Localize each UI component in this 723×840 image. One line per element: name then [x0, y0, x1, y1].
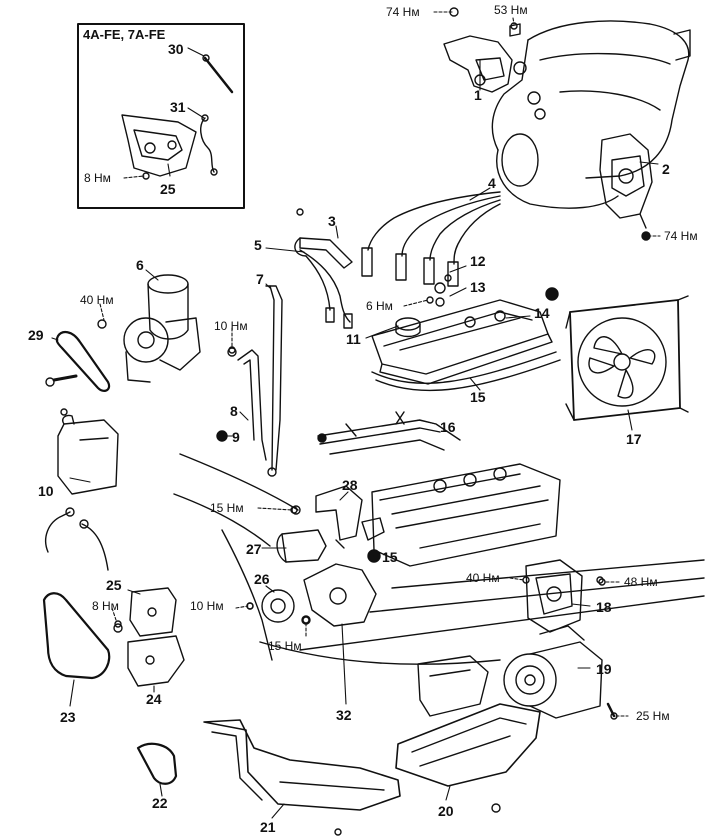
torque-leaders: [99, 11, 661, 717]
hose-left: [44, 507, 109, 571]
callout-19: 19: [596, 661, 612, 677]
cap-11: [395, 274, 452, 338]
callout-22: 22: [152, 795, 168, 811]
under-cover-21: [203, 719, 401, 836]
torque-label-74-right: 74 Нм: [664, 229, 698, 243]
reservoir-10: [57, 408, 119, 495]
callout-3: 3: [328, 213, 336, 229]
leader-lines: [51, 47, 659, 819]
under-cover-20: [395, 655, 541, 813]
callout-17: 17: [626, 431, 642, 447]
callout-27: 27: [246, 541, 262, 557]
torque-label-48: 48 Нм: [624, 575, 658, 589]
wire-harness-16: [317, 411, 461, 455]
callout-7: 7: [256, 271, 264, 287]
engine-block: [491, 20, 691, 209]
torque-label-40-left: 40 Нм: [80, 293, 114, 307]
callout-labels: 1 2 3 4 5 6 7 8 9 10 11 12 13 14 15 15 1…: [28, 41, 670, 835]
callout-12: 12: [470, 253, 486, 269]
callout-18: 18: [596, 599, 612, 615]
torque-label-10-upper: 10 Нм: [214, 319, 248, 333]
bracket-24: [113, 623, 185, 687]
callout-32: 32: [336, 707, 352, 723]
callout-15b: 15: [382, 549, 398, 565]
inset-title: 4A-FE, 7A-FE: [83, 27, 166, 42]
inset-box: 4A-FE, 7A-FE: [77, 23, 245, 209]
callout-10: 10: [38, 483, 54, 499]
torque-label-15-lower: 15 Нм: [268, 639, 302, 653]
belt-23: [42, 592, 111, 680]
ignition-wires: [361, 191, 501, 287]
torque-label-74-top: 74 Нм: [386, 5, 420, 19]
power-steering-pump: [123, 274, 201, 383]
callout-24: 24: [146, 691, 162, 707]
torque-label-10-lower: 10 Нм: [190, 599, 224, 613]
torque-label-40-right: 40 Нм: [466, 571, 500, 585]
callout-11: 11: [346, 331, 361, 347]
callout-13: 13: [470, 279, 486, 295]
callout-23: 23: [60, 709, 76, 725]
belt-29: [45, 330, 111, 392]
water-pump-group: [246, 485, 385, 627]
callout-14: 14: [534, 305, 550, 321]
callout-5: 5: [254, 237, 262, 253]
car-body-outline: [173, 453, 705, 665]
radiator-fan: [565, 295, 689, 421]
belt-22: [136, 742, 178, 785]
callout-25a: 25: [160, 181, 176, 197]
callout-15a: 15: [470, 389, 486, 405]
callout-9: 9: [232, 429, 240, 445]
ac-compressor-19: [503, 625, 616, 719]
torque-label-6: 6 Нм: [366, 299, 393, 313]
dipstick-and-tube: [216, 285, 283, 477]
torque-label-8-lower: 8 Нм: [92, 599, 119, 613]
callout-25b: 25: [106, 577, 122, 593]
torque-labels: 74 Нм 53 Нм 74 Нм 40 Нм 10 Нм 6 Нм 8 Нм …: [80, 3, 698, 723]
wire-set-3-5: [294, 208, 353, 329]
torque-label-53: 53 Нм: [494, 3, 528, 17]
callout-28: 28: [342, 477, 358, 493]
valve-cover: [371, 287, 561, 392]
callout-8: 8: [230, 403, 238, 419]
callout-26: 26: [254, 571, 270, 587]
cylinder-head: [371, 463, 561, 567]
callout-30: 30: [168, 41, 184, 57]
engine-mount-2: [599, 133, 653, 229]
torque-label-15-upper: 15 Нм: [210, 501, 244, 515]
callout-2: 2: [662, 161, 670, 177]
torque-label-8-inset: 8 Нм: [84, 171, 111, 185]
callout-20: 20: [438, 803, 454, 819]
callout-6: 6: [136, 257, 144, 273]
torque-label-25: 25 Нм: [636, 709, 670, 723]
callout-16: 16: [440, 419, 456, 435]
callout-1: 1: [474, 87, 482, 103]
callout-31: 31: [170, 99, 186, 115]
alternator-18: [525, 559, 604, 633]
callout-21: 21: [260, 819, 276, 835]
bracket-25-lower: [129, 587, 177, 637]
callout-4: 4: [488, 175, 496, 191]
callout-29: 29: [28, 327, 44, 343]
torque-fasteners: [97, 7, 651, 720]
